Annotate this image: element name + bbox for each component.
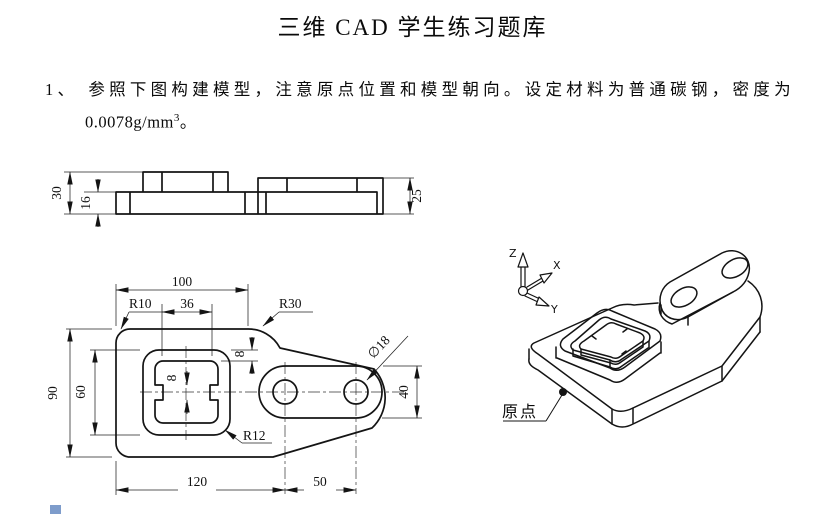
dim-label-8-notch: 8	[164, 374, 179, 381]
iso-square-boss-top	[559, 308, 662, 371]
side-view-drawing: 30 16 25	[49, 171, 424, 227]
iso-plate-corner-edges	[528, 316, 761, 425]
y-axis-shaft	[524, 292, 541, 303]
leader-r12	[224, 429, 243, 444]
iso-obround-boss-top	[659, 250, 751, 321]
plan-left-hole	[272, 379, 298, 405]
iso-view-drawing: Z X Y 原点	[502, 247, 763, 428]
dim-label-r10: R10	[129, 296, 152, 311]
dim-label-r30: R30	[279, 296, 302, 311]
problem-text: 参照下图构建模型，注意原点位置和模型朝向。设定材料为普通碳钢，密度为	[88, 80, 793, 99]
leader-r10	[120, 311, 130, 330]
z-axis-arrow-icon	[517, 252, 529, 268]
dim-label-8-step: 8	[232, 350, 247, 357]
leader-r30	[262, 311, 280, 327]
plan-pocket-outline	[142, 349, 231, 436]
dim-label-90: 90	[45, 386, 60, 400]
dim-label-60: 60	[73, 385, 88, 399]
plan-extension-lines	[66, 284, 422, 495]
plan-outer-outline	[115, 328, 386, 458]
x-axis-shaft	[526, 277, 544, 291]
axes-origin-ball	[517, 285, 529, 297]
axis-label-x: X	[553, 259, 561, 272]
plan-inner-boss-outline	[154, 360, 219, 424]
origin-label: 原点	[502, 403, 538, 421]
problem-statement: 1、参照下图构建模型，注意原点位置和模型朝向。设定材料为普通碳钢，密度为 0.0…	[45, 76, 793, 137]
iso-square-boss-sides	[555, 341, 662, 383]
origin-leader-line	[503, 394, 563, 422]
dim-label-50: 50	[313, 474, 327, 489]
density-period: 。	[179, 112, 197, 132]
x-axis-arrow-icon	[539, 272, 553, 284]
side-view-outline	[115, 171, 384, 215]
plan-boss-obround	[258, 365, 383, 419]
page-title: 三维 CAD 学生练习题库	[277, 15, 548, 40]
iso-pocket-walls	[572, 340, 650, 370]
iso-axes-triad: Z X Y	[509, 247, 561, 316]
dim-label-40: 40	[396, 385, 411, 399]
iso-right-hole	[721, 257, 749, 279]
dim-label-36: 36	[180, 296, 194, 311]
iso-obround-boss-side	[658, 291, 734, 326]
selection-handle[interactable]	[50, 505, 61, 514]
iso-plate-top-face	[530, 280, 763, 412]
plan-right-hole	[343, 379, 369, 405]
iso-inner-boss-details	[580, 328, 644, 366]
iso-plate-bottom-edge	[528, 331, 761, 428]
dim-label-100: 100	[172, 274, 193, 289]
problem-number: 1、	[45, 80, 79, 99]
dim-label-r12: R12	[243, 428, 266, 443]
axis-label-z: Z	[509, 247, 517, 260]
plan-view-drawing: 100 36 R10 R30 90 60 8 8 R12 ∅18 40 120 …	[45, 274, 422, 495]
z-axis-shaft	[520, 266, 526, 288]
density-value: 0.0078g/mm	[85, 112, 174, 132]
dim-label-16: 16	[78, 196, 93, 210]
problem-line-1: 1、参照下图构建模型，注意原点位置和模型朝向。设定材料为普通碳钢，密度为	[45, 76, 793, 104]
iso-left-hole	[670, 286, 698, 308]
axis-label-y: Y	[550, 303, 558, 316]
dim-label-30: 30	[49, 186, 64, 200]
dim-label-25: 25	[409, 189, 424, 203]
problem-line-2: 0.0078g/mm3。	[85, 104, 793, 137]
origin-point-marker	[559, 388, 567, 396]
dim-label-120: 120	[187, 474, 208, 489]
density-exponent: 3	[173, 112, 180, 124]
y-axis-arrow-icon	[535, 296, 550, 307]
